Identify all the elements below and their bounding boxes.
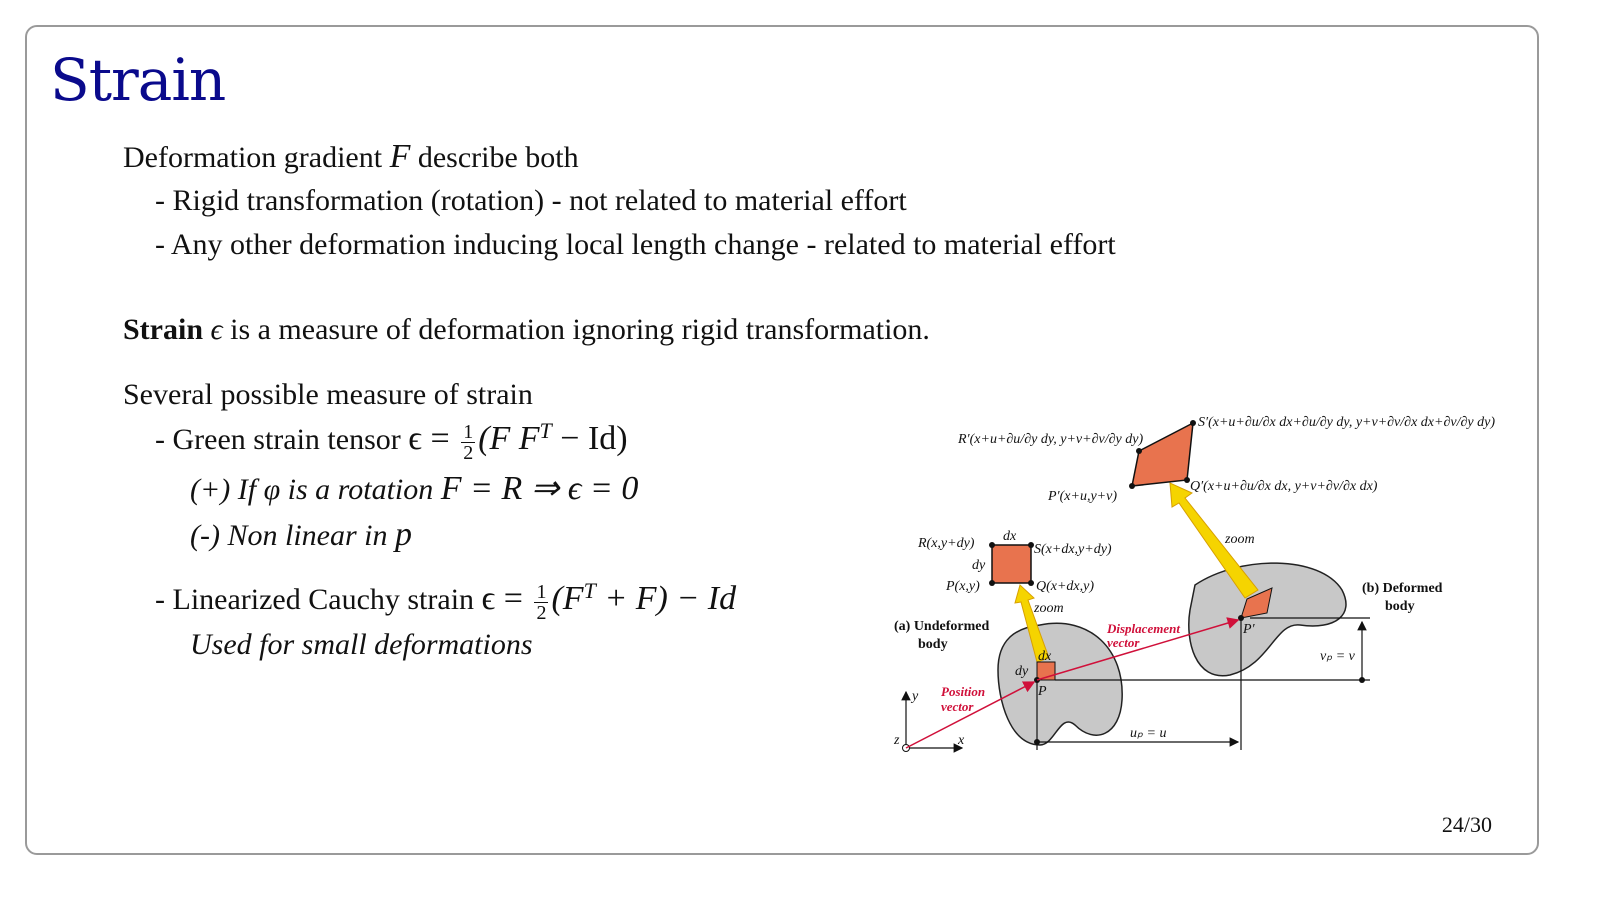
den: 2 <box>463 441 474 464</box>
label-q-prime: Q′(x+u+∂u/∂x dx, y+v+∂v/∂x dx) <box>1190 479 1378 494</box>
label-deformed-body: body <box>1385 599 1415 614</box>
text: - Green strain tensor <box>155 423 409 456</box>
strain-definition: Strain ϵ is a measure of deformation ign… <box>123 313 930 347</box>
slide-frame <box>25 25 1539 855</box>
label-p: P(x,y) <box>945 579 980 594</box>
label-dx: dx <box>1003 529 1017 544</box>
math-sup: T <box>583 578 596 603</box>
label-axis-z: z <box>893 733 900 748</box>
math-var: p <box>394 516 412 553</box>
label-position-vector: vector <box>941 699 974 714</box>
text: Deformation gradient <box>123 141 390 174</box>
strain-term: Strain <box>123 313 204 346</box>
text: is a measure of deformation ignoring rig… <box>222 313 930 346</box>
text: (-) Non linear in <box>190 519 395 552</box>
label-displacement: Displacement <box>1106 621 1180 636</box>
undeformed-patch <box>991 544 1032 584</box>
deformed-body <box>1188 562 1347 677</box>
label-dx-small: dx <box>1038 649 1052 664</box>
cauchy-note: Used for small deformations <box>190 628 533 661</box>
den: 2 <box>536 601 547 624</box>
text: (+) If <box>190 473 264 506</box>
math: (F F <box>478 420 540 457</box>
label-position: Position <box>941 684 985 699</box>
math: − Id) <box>551 420 628 457</box>
text: is a rotation <box>280 473 441 506</box>
bullet-rigid: - Rigid transformation (rotation) - not … <box>155 184 907 217</box>
small-deformed-patch <box>1240 587 1273 619</box>
bullet-other: - Any other deformation inducing local l… <box>155 228 1116 261</box>
label-r-prime: R′(x+u+∂u/∂y dy, y+v+∂v/∂y dy) <box>957 432 1143 447</box>
label-s-prime: S′(x+u+∂u/∂x dx+∂u/∂y dy, y+v+∂v/∂x dx+∂… <box>1198 415 1495 430</box>
label-s: S(x+dx,y+dy) <box>1034 542 1112 557</box>
label-point-p: P <box>1037 684 1047 699</box>
label-zoom-small: zoom <box>1033 601 1064 616</box>
minus-line: (-) Non linear in p <box>190 516 412 554</box>
intro-line: Deformation gradient F describe both <box>123 138 579 176</box>
label-displacement-vector: vector <box>1107 635 1140 650</box>
math: F = R ⇒ ϵ = 0 <box>440 470 639 507</box>
label-up: uₚ = u <box>1130 726 1166 741</box>
num: 1 <box>461 420 476 443</box>
zoom-arrow-small <box>1014 584 1050 663</box>
label-deformed: (b) Deformed <box>1362 581 1443 596</box>
slide-title: Strain <box>50 46 226 114</box>
label-axis-x: x <box>957 733 965 748</box>
page-number: 24/30 <box>1441 812 1492 837</box>
label-r: R(x,y+dy) <box>917 536 975 551</box>
dimension-lines <box>901 617 1370 753</box>
position-vector <box>905 681 1036 749</box>
label-dy-small: dy <box>1015 664 1029 679</box>
undeformed-body <box>997 622 1123 746</box>
label-axis-y: y <box>910 689 919 704</box>
math-var: ϵ <box>210 313 223 346</box>
math: ϵ = <box>481 580 532 617</box>
math: ϵ = <box>408 420 459 457</box>
displacement-vector <box>1036 617 1240 681</box>
label-vp: vₚ = v <box>1320 649 1356 664</box>
plus-line: (+) If φ is a rotation F = R ⇒ ϵ = 0 <box>190 468 638 508</box>
label-point-p-prime: P′ <box>1242 622 1256 637</box>
math-var: F <box>389 138 411 175</box>
math: (F <box>551 580 584 617</box>
math-var: φ <box>263 473 281 506</box>
math: + F) − Id <box>595 580 737 617</box>
num: 1 <box>534 580 549 603</box>
corner-points <box>989 420 1365 745</box>
label-zoom-large: zoom <box>1224 532 1255 547</box>
label-q: Q(x+dx,y) <box>1036 579 1094 594</box>
text: describe both <box>410 141 579 174</box>
math-sup: T <box>539 418 552 443</box>
label-undeformed: (a) Undeformed <box>894 619 989 634</box>
label-dy: dy <box>972 558 986 573</box>
zoom-arrow-large <box>1169 482 1259 599</box>
measures-heading: Several possible measure of strain <box>123 378 533 411</box>
label-p-prime: P′(x+u,y+v) <box>1047 489 1117 504</box>
label-undeformed-body: body <box>918 637 948 652</box>
text: - Linearized Cauchy strain <box>155 583 482 616</box>
